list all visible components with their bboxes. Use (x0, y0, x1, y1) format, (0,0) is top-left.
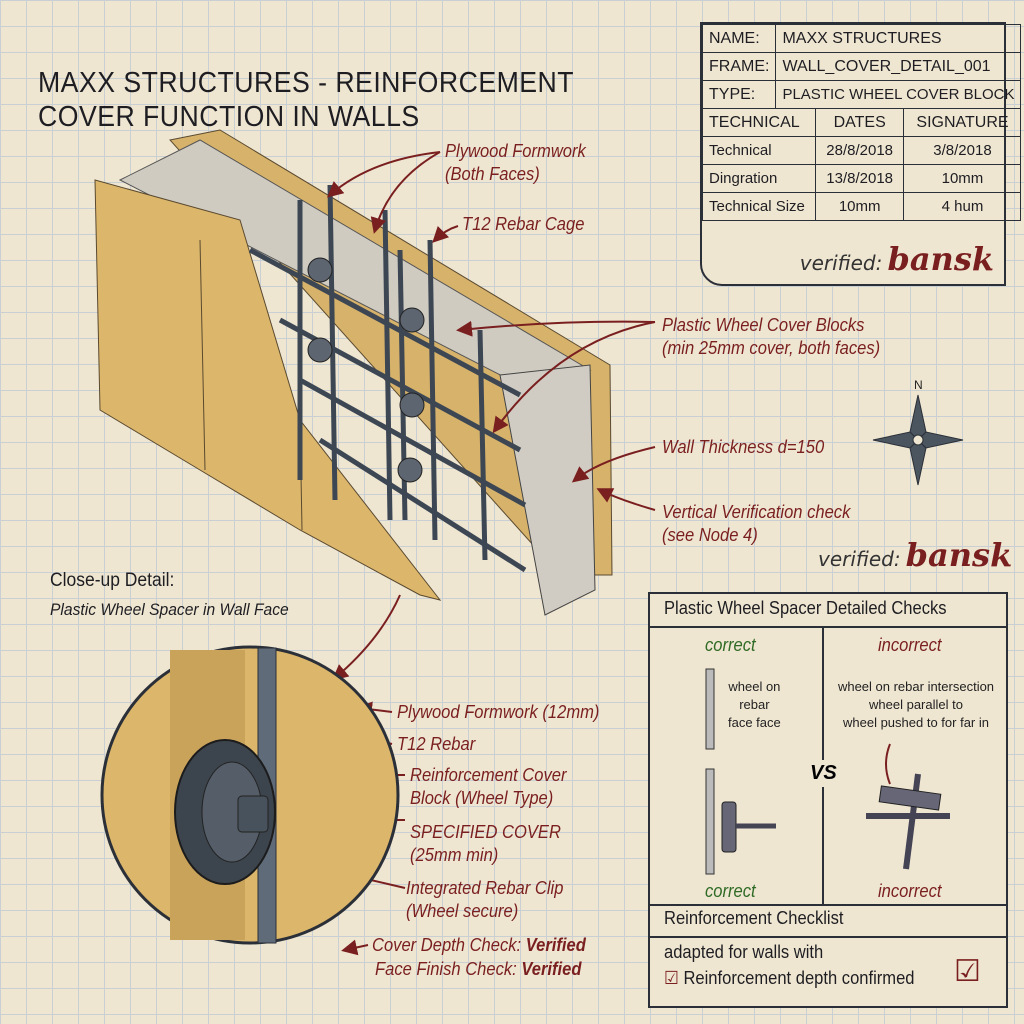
checkbox-checked-icon[interactable]: ☑ (664, 968, 679, 988)
spacer-checks-panel: Plastic Wheel Spacer Detailed Checks cor… (648, 592, 1008, 1008)
closeup-circle (100, 645, 400, 945)
title-block: NAME:MAXX STRUCTURES FRAME:WALL_COVER_DE… (700, 22, 1022, 286)
checks-title: Plastic Wheel Spacer Detailed Checks (664, 598, 947, 618)
closeup-subheading: Plastic Wheel Spacer in Wall Face (50, 600, 289, 619)
spacer-check-sketches (705, 668, 950, 875)
closeup-label-rebar: T12 Rebar (397, 734, 476, 754)
correct-formwork (705, 768, 715, 875)
face-finish-check: Face Finish Check: Verified (375, 959, 582, 979)
checklist-item[interactable]: ☑ Reinforcement depth confirmed (664, 968, 915, 988)
checklist-title: Reinforcement Checklist (664, 908, 844, 928)
callout-plywood: Plywood Formwork(Both Faces) (445, 141, 586, 184)
correct-formwork-top (705, 668, 715, 750)
correct-label-bottom: correct (705, 881, 756, 901)
callout-wall-thickness: Wall Thickness d=150 (662, 437, 825, 457)
callout-vertical-check: Vertical Verification check(see Node 4) (662, 502, 851, 545)
compass-north-label: N (914, 378, 923, 392)
cover-depth-check: Cover Depth Check: Verified (372, 935, 586, 955)
large-checkmark-icon: ☑ (954, 955, 981, 988)
closeup-heading: Close-up Detail: (50, 570, 175, 591)
vs-label: VS (808, 760, 839, 787)
closeup-label-plywood: Plywood Formwork (12mm) (397, 702, 600, 722)
front-plywood-formwork (94, 179, 442, 601)
callout-wheel-blocks: Plastic Wheel Cover Blocks(min 25mm cove… (662, 315, 881, 358)
closeup-label-specified-cover: SPECIFIED COVER(25mm min) (410, 822, 561, 865)
correct-wheel (721, 801, 737, 853)
compass-rose-icon (872, 394, 964, 486)
incorrect-label-bottom: incorrect (878, 881, 942, 901)
incorrect-wheel (878, 785, 942, 811)
title-block-signature: verified: bansk (799, 240, 994, 278)
incorrect-label-top: incorrect (878, 635, 942, 655)
checklist-intro: adapted for walls with (664, 942, 824, 962)
callout-rebar-cage: T12 Rebar Cage (462, 214, 585, 234)
verification-signature: verified: bansk (818, 536, 1013, 574)
wheel-spacers (307, 257, 425, 483)
correct-label-top: correct (705, 635, 756, 655)
closeup-label-rebar-clip: Integrated Rebar Clip(Wheel secure) (406, 878, 564, 921)
concrete-end-face (499, 364, 596, 616)
